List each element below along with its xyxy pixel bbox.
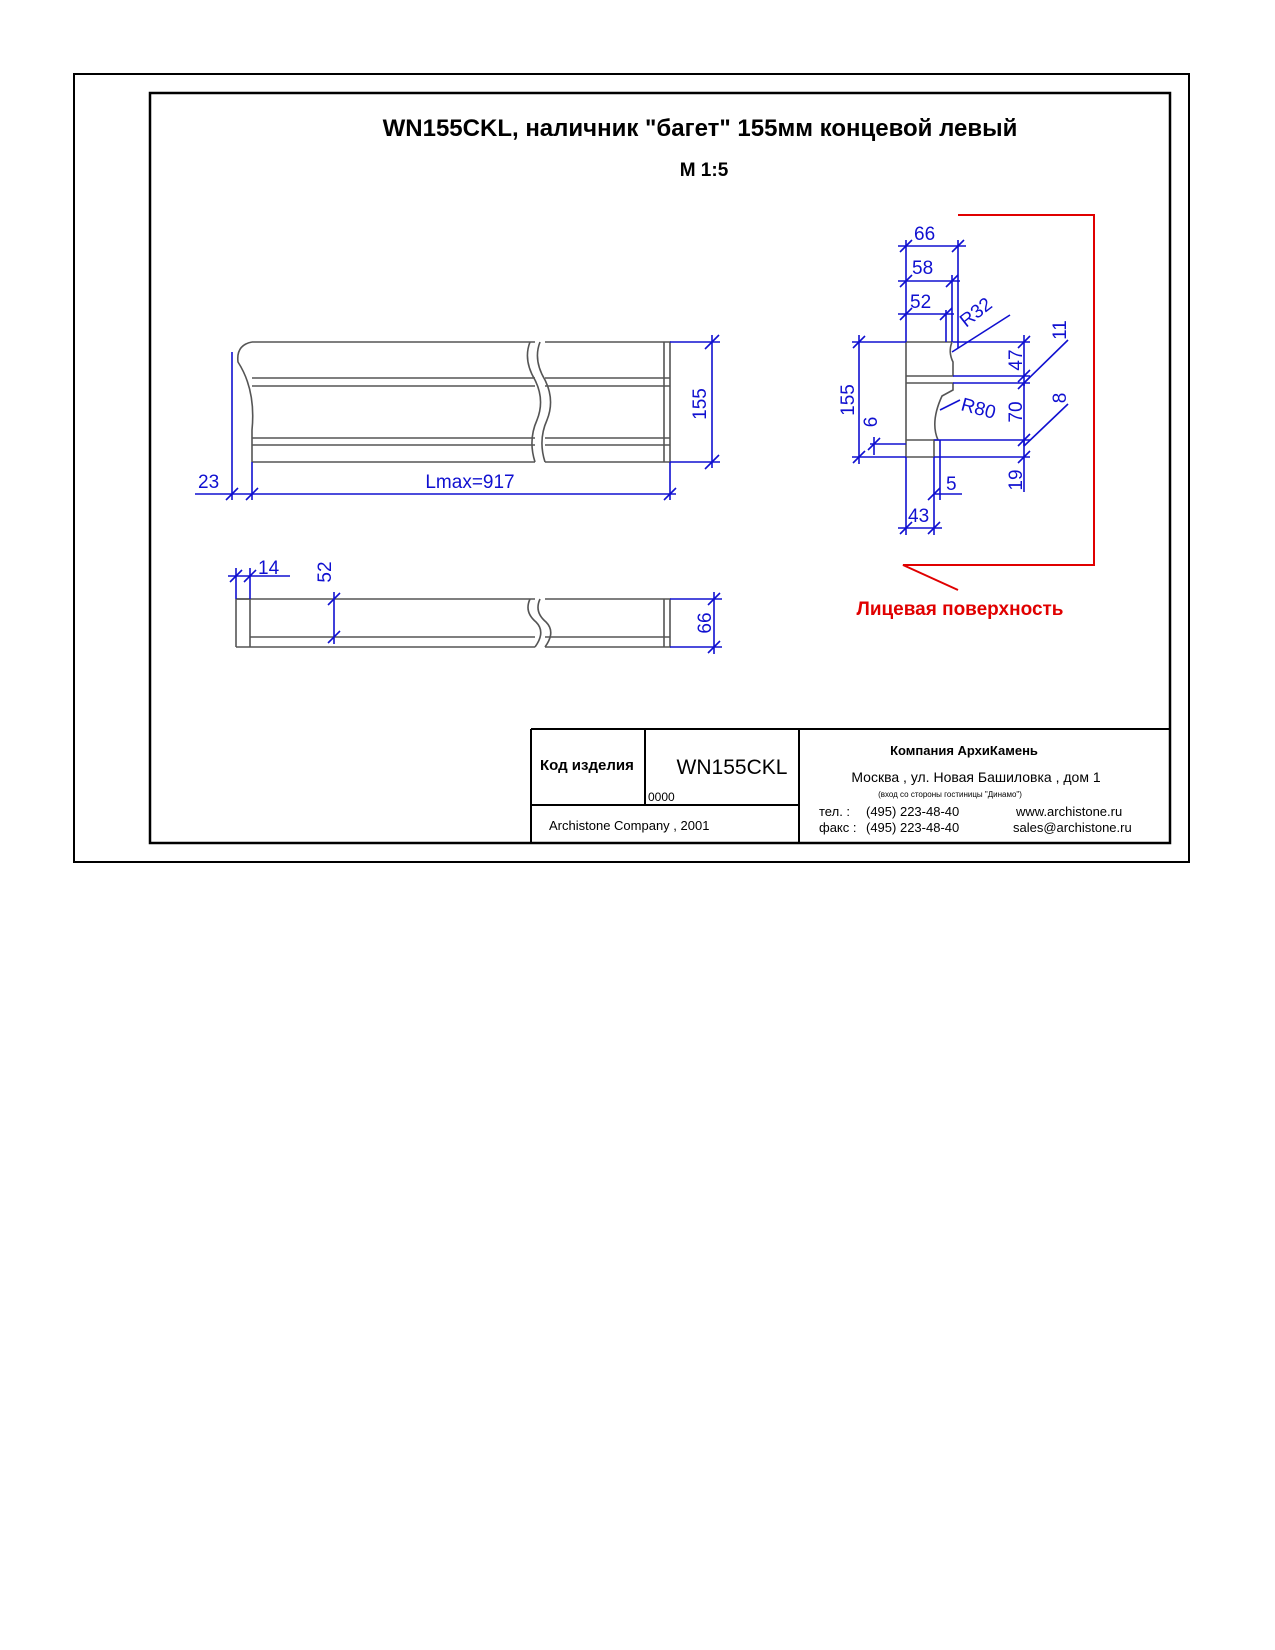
top-dim-14: 14 [258, 558, 280, 579]
code-value: WN155CKL [677, 756, 788, 779]
drawing-scale: M 1:5 [680, 160, 729, 181]
profile-dim-19: 19 [1006, 469, 1027, 490]
profile-dim-155: 155 [838, 384, 859, 416]
profile-dim-11: 11 [1050, 320, 1071, 340]
profile-dim-6: 6 [861, 417, 882, 428]
front-view [236, 341, 671, 463]
front-view-dimensions [195, 334, 720, 501]
profile-dim-43: 43 [908, 506, 929, 527]
drawing-title: WN155CKL, наличник "багет" 155мм концево… [383, 115, 1018, 142]
code-number: 0000 [648, 790, 675, 804]
company-name: Компания АрхиКамень [890, 743, 1038, 758]
top-dim-52: 52 [315, 561, 336, 582]
profile-dim-70: 70 [1006, 401, 1027, 422]
company-email[interactable]: sales@archistone.ru [1013, 820, 1132, 835]
top-dim-66: 66 [695, 612, 716, 633]
profile-dim-52: 52 [910, 292, 931, 313]
profile-dim-8: 8 [1050, 393, 1071, 404]
address-note: (вход со стороны гостиницы "Динамо") [878, 790, 1022, 799]
company-address: Москва , ул. Новая Башиловка , дом 1 [851, 769, 1100, 785]
front-left-dim: 23 [198, 472, 219, 493]
inner-frame [148, 91, 1172, 845]
company-website[interactable]: www.archistone.ru [1015, 804, 1122, 819]
phone-label: тел. : [819, 804, 850, 819]
profile-radius-80: R80 [959, 395, 998, 424]
phone-number: (495) 223-48-40 [866, 804, 959, 819]
copyright: Archistone Company , 2001 [549, 818, 709, 833]
code-label: Код изделия [540, 757, 634, 774]
profile-dim-47: 47 [1006, 349, 1027, 370]
fax-number: (495) 223-48-40 [866, 820, 959, 835]
profile-dim-5: 5 [946, 474, 957, 495]
face-surface-label: Лицевая поверхность [856, 599, 1063, 620]
fax-label: факс : [819, 820, 856, 835]
profile-section [905, 341, 954, 458]
profile-dim-66: 66 [914, 224, 935, 245]
front-length-dim: Lmax=917 [425, 472, 514, 493]
top-view [235, 598, 671, 648]
title-block [530, 728, 1170, 843]
face-surface-bracket [902, 214, 1095, 591]
top-view-dimensions [228, 568, 722, 654]
profile-radius-32: R32 [956, 294, 996, 332]
profile-dim-58: 58 [912, 258, 933, 279]
profile-dimensions [852, 239, 1069, 535]
front-height-dim: 155 [690, 388, 711, 420]
outer-frame [73, 73, 1190, 863]
